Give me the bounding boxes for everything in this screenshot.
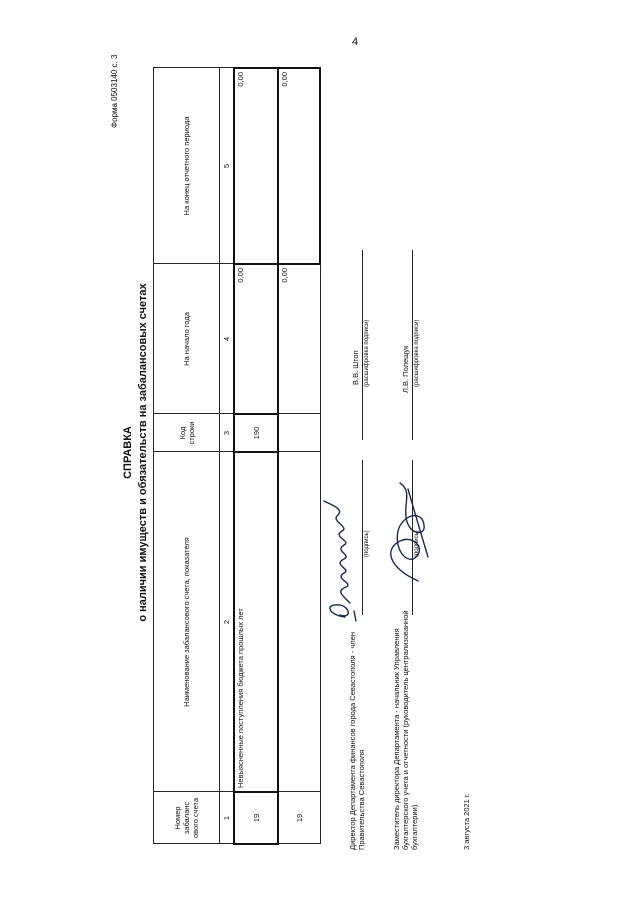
column-numbers-row: 1 2 3 4 5: [219, 68, 234, 844]
deputy-signature-line: [412, 460, 413, 615]
start-cell: 0,00: [234, 264, 278, 414]
form-code: Форма 0503140 с. 3: [110, 54, 119, 128]
page-number: 4: [352, 36, 359, 48]
director-position: Директор Департамента финансов города Се…: [348, 632, 366, 850]
code-cell: [278, 414, 320, 452]
document-date: 3 августа 2021 г.: [462, 793, 471, 850]
account-cell: 19: [234, 792, 278, 844]
end-cell: 0,00: [278, 68, 320, 264]
column-number: 4: [219, 264, 234, 414]
table-row: 19 0,00 0,00: [278, 68, 320, 844]
deputy-position: Заместитель директора Департамента - нач…: [392, 610, 419, 850]
header-name: Наименование забалансового счета, показа…: [153, 452, 220, 792]
start-cell: 0,00: [278, 264, 320, 414]
column-number: 5: [219, 68, 234, 264]
column-number: 1: [219, 792, 234, 844]
column-number: 3: [219, 414, 234, 452]
header-code: Код строки: [153, 414, 220, 452]
end-cell: 0,00: [234, 68, 278, 264]
director-name-caption: (расшифровка подписи): [364, 319, 370, 387]
name-cell: Невыясненные поступления бюджета прошлых…: [234, 452, 278, 792]
director-name-line: [362, 250, 363, 440]
header-end: На конец отчетного периода: [153, 68, 220, 264]
document-title: СПРАВКА: [122, 426, 134, 479]
director-name: В.В. Штоп: [351, 350, 360, 385]
deputy-name-line: [412, 250, 413, 440]
director-signature-image: [323, 500, 357, 622]
director-signature-caption: (подпись): [364, 530, 370, 557]
table-row: 19 Невыясненные поступления бюджета прош…: [234, 68, 278, 844]
header-account: Номер забаланс ового счета: [153, 792, 220, 844]
header-start: На начало года: [153, 264, 220, 414]
code-cell: 190: [234, 414, 278, 452]
account-cell: 19: [278, 792, 320, 844]
deputy-signature-caption: (подпись): [414, 530, 420, 557]
document-subtitle: о наличии имуществ и обязательств на заб…: [137, 283, 149, 622]
offbalance-table: Номер забаланс ового счета Наименование …: [153, 67, 321, 845]
director-signature-line: [362, 460, 363, 615]
column-number: 2: [219, 452, 234, 792]
deputy-name-caption: (расшифровка подписи): [414, 319, 420, 387]
deputy-signature-image: [390, 482, 429, 582]
deputy-name: Л.В. Полещук: [401, 345, 410, 393]
table-header-row: Номер забаланс ового счета Наименование …: [153, 68, 220, 844]
